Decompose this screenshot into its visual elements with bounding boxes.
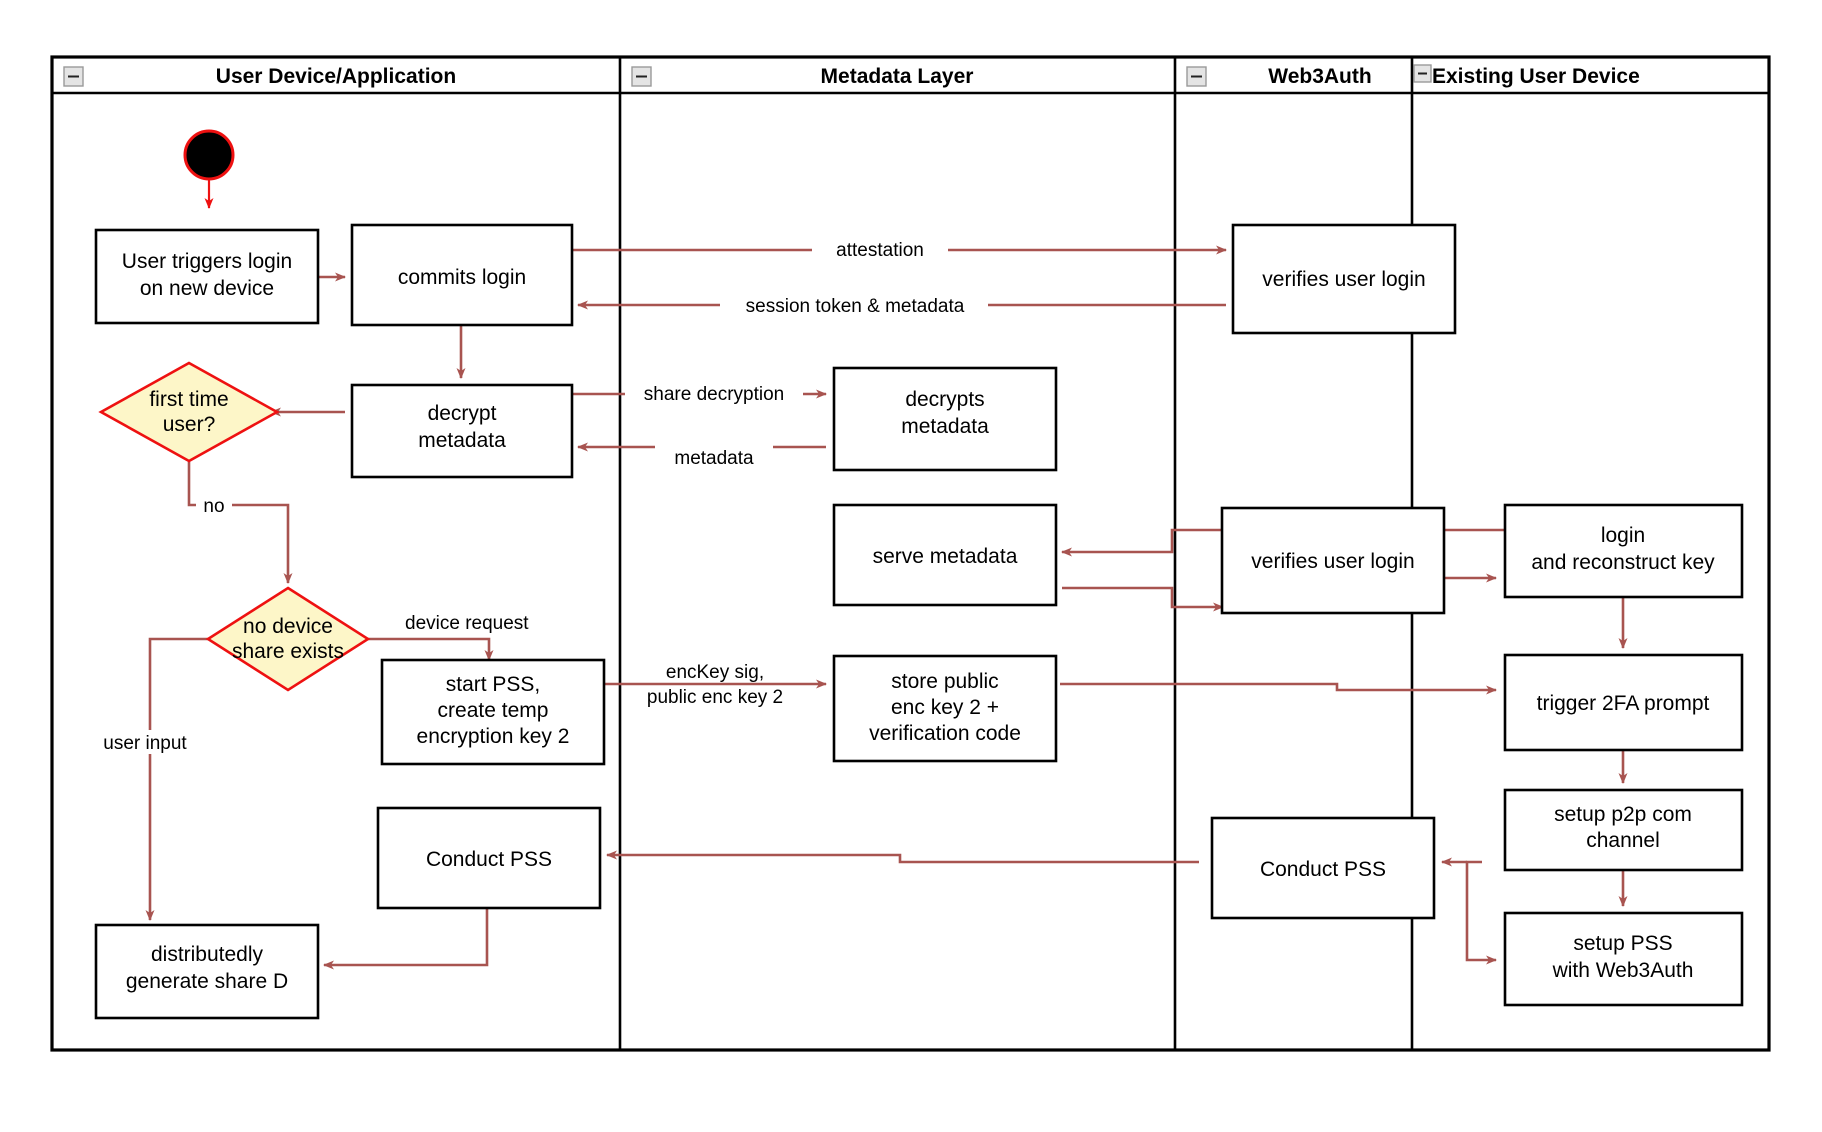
edge-label-enckey-sig-line2: public enc key 2 xyxy=(647,687,783,708)
node-store-public-enc-key-2[interactable]: store public enc key 2 + verification co… xyxy=(832,654,1058,763)
lane-header-existing-device[interactable]: Existing User Device xyxy=(1413,64,1640,88)
node-label-line: on new device xyxy=(140,277,274,300)
lane-header-web3auth[interactable]: Web3Auth xyxy=(1186,65,1372,88)
node-label-line: and reconstruct key xyxy=(1531,551,1715,574)
node-label-line: metadata xyxy=(418,429,506,452)
node-label-line: login xyxy=(1601,524,1645,547)
node-label-line: encryption key 2 xyxy=(417,725,570,748)
edge-serve-metadata-to-verifies xyxy=(1062,586,1224,612)
node-label-line: trigger 2FA prompt xyxy=(1537,692,1710,715)
node-label-line: setup PSS xyxy=(1573,932,1672,955)
edge-device-request xyxy=(368,637,494,661)
node-label-line: store public xyxy=(891,670,998,693)
node-label-line: commits login xyxy=(398,266,526,289)
node-distributedly-generate-share-d[interactable]: distributedly generate share D xyxy=(94,923,320,1020)
collapse-minus-icon-metadata[interactable] xyxy=(631,66,652,87)
edge-conduct-pss-to-generate-share-d xyxy=(323,908,489,970)
node-label-line: verifies user login xyxy=(1262,268,1425,291)
node-decrypts-metadata[interactable]: decrypts metadata xyxy=(832,366,1058,472)
node-label-line: distributedly xyxy=(151,943,264,966)
node-conduct-pss-web3auth[interactable]: Conduct PSS xyxy=(1210,816,1436,920)
edge-label-no: no xyxy=(203,496,224,517)
node-verifies-user-login-top[interactable]: verifies user login xyxy=(1231,223,1457,335)
edge-no-guard xyxy=(187,462,293,584)
node-setup-pss-with-web3auth[interactable]: setup PSS with Web3Auth xyxy=(1503,911,1744,1007)
lane-title-existing-device: Existing User Device xyxy=(1432,65,1640,88)
node-serve-metadata[interactable]: serve metadata xyxy=(832,503,1058,607)
edge-user-input xyxy=(145,637,209,921)
node-setup-p2p-com-channel[interactable]: setup p2p com channel xyxy=(1503,788,1744,872)
node-label-line: enc key 2 + xyxy=(891,696,999,719)
node-user-triggers-login[interactable]: User triggers login on new device xyxy=(94,228,320,325)
node-label-line: setup p2p com xyxy=(1554,803,1692,826)
node-label-line: decrypts xyxy=(905,388,984,411)
lane-title-user-device: User Device/Application xyxy=(216,65,456,88)
node-verifies-user-login-mid[interactable]: verifies user login xyxy=(1220,506,1446,615)
lane-header-metadata[interactable]: Metadata Layer xyxy=(631,65,974,88)
node-label-line: Conduct PSS xyxy=(1260,858,1386,881)
node-label-line: decrypt xyxy=(428,402,497,425)
lane-title-metadata: Metadata Layer xyxy=(821,65,974,88)
edge-label-user-input: user input xyxy=(103,733,187,754)
edge-label-metadata: metadata xyxy=(674,448,754,469)
node-label-line: share exists xyxy=(232,640,344,663)
node-label-line: verifies user login xyxy=(1251,550,1414,573)
node-decrypt-metadata[interactable]: decrypt metadata xyxy=(350,383,574,479)
edge-setup-pss-branch-down xyxy=(1465,860,1497,965)
node-label-line: serve metadata xyxy=(873,545,1018,568)
edge-label-share-decryption: share decryption xyxy=(644,384,784,405)
node-label-line: Conduct PSS xyxy=(426,848,552,871)
node-label-line: no device xyxy=(243,615,333,638)
node-label-line: start PSS, xyxy=(446,673,541,696)
node-label-line: User triggers login xyxy=(122,250,292,273)
node-start[interactable] xyxy=(183,129,235,181)
node-label-line: generate share D xyxy=(126,970,288,993)
edge-store-key-to-trigger-2fa xyxy=(1060,682,1497,695)
collapse-minus-icon-user-device[interactable] xyxy=(63,66,84,87)
node-first-time-user[interactable]: first time user? xyxy=(98,361,280,463)
node-label-line: with Web3Auth xyxy=(1552,959,1694,982)
node-label-line: verification code xyxy=(869,722,1021,745)
edge-labels: attestation session token & metadata sha… xyxy=(90,237,988,754)
node-label-line: create temp xyxy=(438,699,549,722)
node-login-and-reconstruct-key[interactable]: login and reconstruct key xyxy=(1503,503,1744,599)
collapse-minus-icon-web3auth[interactable] xyxy=(1186,66,1207,87)
edge-label-device-request: device request xyxy=(405,613,529,634)
node-label-line: channel xyxy=(1586,829,1660,852)
edge-label-enckey-sig-line1: encKey sig, xyxy=(666,662,764,683)
lane-title-web3auth: Web3Auth xyxy=(1268,65,1371,88)
node-conduct-pss-user[interactable]: Conduct PSS xyxy=(376,806,602,910)
edge-label-attestation: attestation xyxy=(836,240,924,261)
node-label-line: user? xyxy=(163,413,216,436)
node-start-pss-create-temp-key[interactable]: start PSS, create temp encryption key 2 xyxy=(380,658,606,766)
node-commits-login[interactable]: commits login xyxy=(350,223,574,327)
collapse-minus-icon-existing-device[interactable] xyxy=(1413,64,1432,83)
lane-header-user-device[interactable]: User Device/Application xyxy=(63,65,456,88)
node-trigger-2fa-prompt[interactable]: trigger 2FA prompt xyxy=(1503,653,1744,752)
edge-verifies-to-serve-metadata xyxy=(1061,528,1223,557)
edge-conduct-pss-web3auth-to-user xyxy=(606,850,1199,864)
node-label-line: metadata xyxy=(901,415,989,438)
node-label-line: first time xyxy=(149,388,228,411)
edge-label-session-token-metadata: session token & metadata xyxy=(746,296,965,317)
node-no-device-share-exists[interactable]: no device share exists xyxy=(205,586,371,692)
